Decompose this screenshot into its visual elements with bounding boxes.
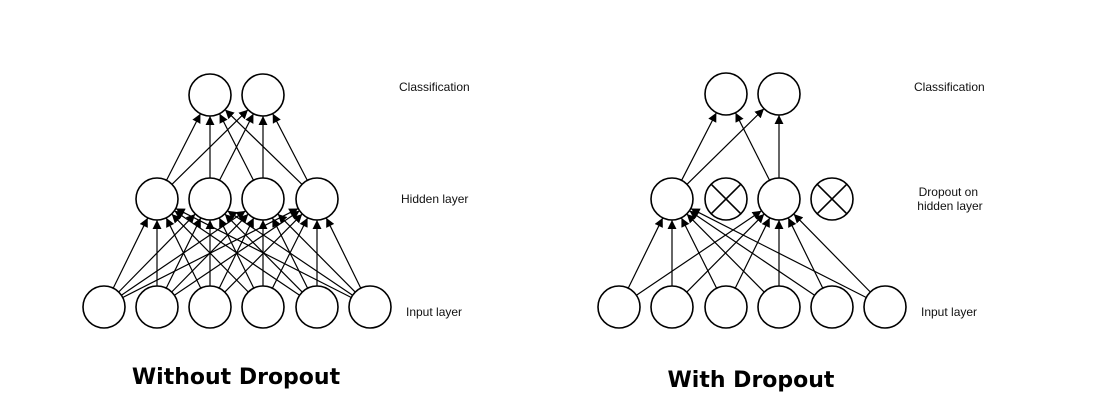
connection-arrow: [166, 113, 201, 181]
input-neuron: [810, 285, 854, 329]
output-neuron: [188, 73, 232, 117]
input-neuron: [757, 285, 801, 329]
input-neuron: [597, 285, 641, 329]
connection-arrow: [165, 217, 202, 289]
edges-right: [627, 108, 871, 299]
connection-arrow: [325, 217, 362, 289]
connection-arrow: [793, 213, 871, 293]
dropout-layer-label: Dropout on hidden layer: [917, 185, 982, 213]
connection-arrow: [112, 217, 149, 289]
connection-arrow: [681, 112, 717, 181]
connection-arrow: [272, 113, 308, 181]
output-layer-label: Classification: [399, 80, 470, 94]
output-neuron: [241, 73, 285, 117]
caption-without-dropout: Without Dropout: [132, 365, 341, 390]
connection-arrow: [227, 210, 353, 296]
connection-arrow: [686, 213, 765, 293]
dropout-x-mark: [710, 183, 742, 215]
connection-arrow: [686, 108, 765, 185]
hidden-neuron: [188, 177, 232, 221]
hidden-layer-label: Hidden layer: [401, 192, 468, 206]
connection-arrow: [735, 112, 771, 181]
input-neuron: [188, 285, 232, 329]
hidden-neuron: [757, 177, 801, 221]
caption-with-dropout: With Dropout: [668, 368, 835, 393]
panel-with-dropout: Classification Dropout on hidden layer I…: [597, 72, 985, 393]
hidden-neuron: [241, 177, 285, 221]
input-neuron: [295, 285, 339, 329]
edges-left: [112, 109, 362, 299]
connection-arrow: [219, 113, 254, 181]
input-layer-label: Input layer: [406, 305, 462, 319]
connection-arrow: [689, 210, 815, 296]
connection-arrow: [627, 217, 664, 289]
output-layer-label: Classification: [914, 80, 985, 94]
connection-arrow: [681, 217, 718, 289]
input-layer-label: Input layer: [921, 305, 977, 319]
nodes-left: [82, 73, 392, 329]
output-neuron: [757, 72, 801, 116]
input-neuron: [863, 285, 907, 329]
input-neuron: [82, 285, 126, 329]
panel-without-dropout: Classification Hidden layer Input layer …: [82, 73, 470, 390]
output-neuron: [704, 72, 748, 116]
connection-arrow: [277, 213, 356, 293]
connection-arrow: [787, 217, 824, 289]
input-neuron: [241, 285, 285, 329]
hidden-neuron: [135, 177, 179, 221]
input-neuron: [704, 285, 748, 329]
input-neuron: [650, 285, 694, 329]
hidden-neuron: [650, 177, 694, 221]
connection-arrow: [225, 109, 303, 185]
input-neuron: [348, 285, 392, 329]
dropout-x-mark: [816, 183, 848, 215]
connection-arrow: [174, 210, 300, 296]
input-neuron: [135, 285, 179, 329]
nodes-right: [597, 72, 907, 329]
connection-arrow: [171, 213, 249, 293]
connection-arrow: [690, 208, 867, 299]
hidden-neuron: [295, 177, 339, 221]
connection-arrow: [175, 208, 352, 299]
